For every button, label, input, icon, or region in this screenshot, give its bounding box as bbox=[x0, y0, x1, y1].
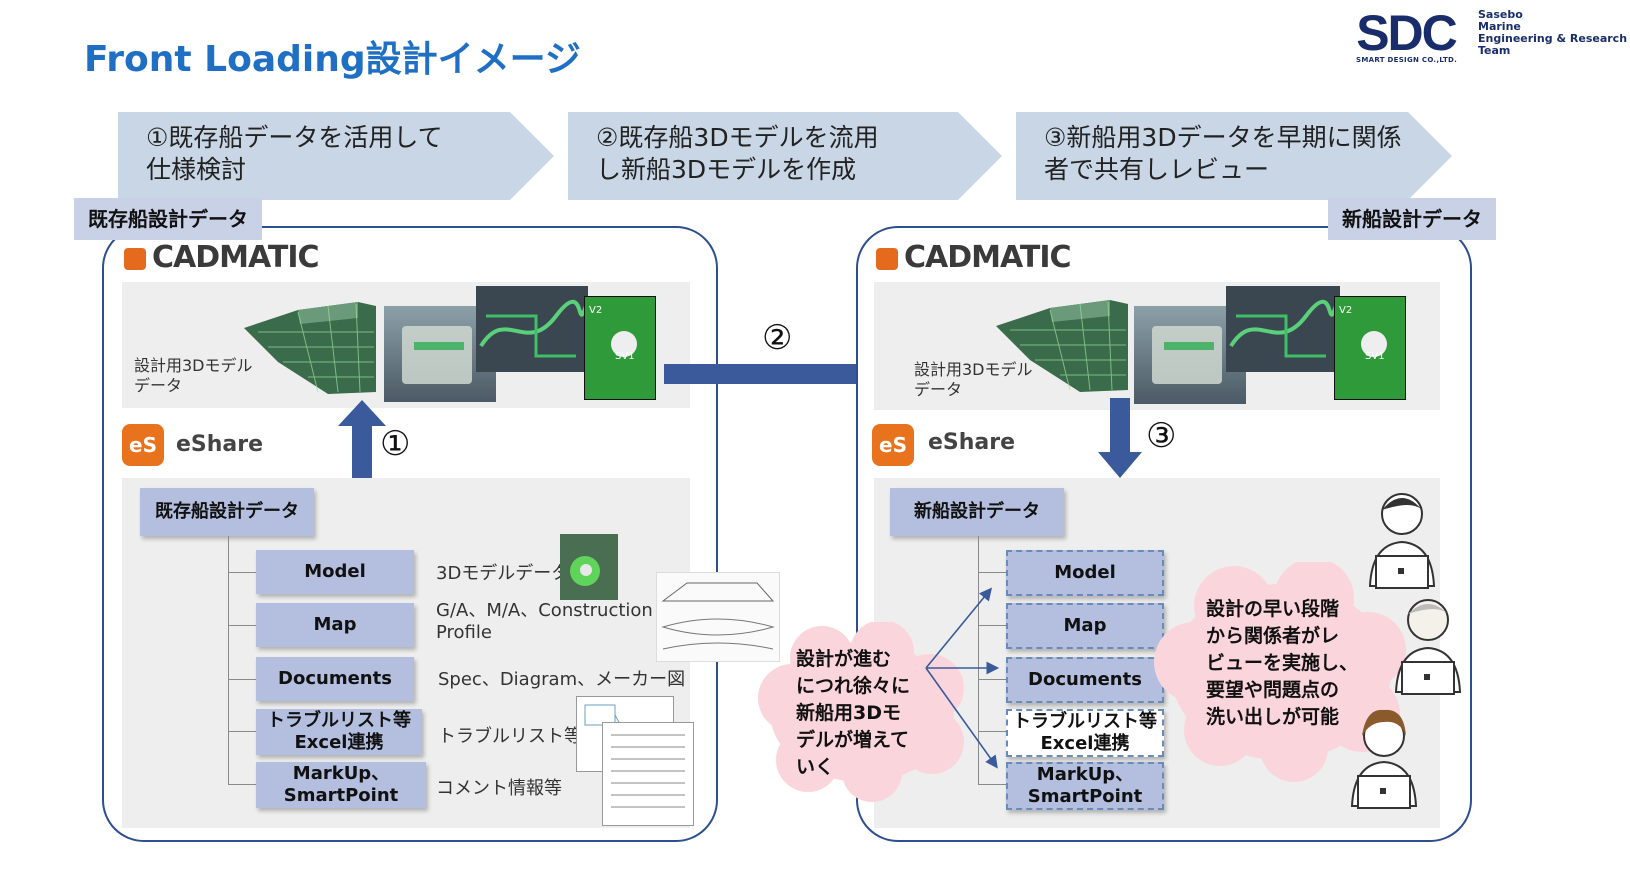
logo-subtitle: SMART DESIGN CO.,LTD. bbox=[1356, 56, 1458, 64]
new-ship-tag: 新船設計データ bbox=[1328, 198, 1496, 240]
cadmatic-label: CADMATIC bbox=[904, 240, 1072, 275]
eshare-label: eShare bbox=[176, 432, 264, 457]
desc-model: 3Dモデルデータ bbox=[436, 563, 570, 584]
eshare-logo-icon: eS bbox=[872, 424, 914, 466]
review-cloud bbox=[1154, 562, 1406, 782]
node-model: Model bbox=[1006, 550, 1164, 596]
node-markup: MarkUp、 SmartPoint bbox=[1006, 762, 1164, 810]
valve-closeup-image: V2 SV1 bbox=[584, 296, 656, 400]
tree-connector bbox=[228, 536, 229, 784]
node-documents: Documents bbox=[1006, 657, 1164, 703]
existing-root-node: 既存船設計データ bbox=[140, 488, 314, 536]
step-number-3: ③ bbox=[1146, 416, 1177, 456]
node-model: Model bbox=[256, 550, 414, 594]
step-number-1: ① bbox=[380, 424, 411, 464]
reviewer-person-icon bbox=[1350, 709, 1418, 809]
reviewer-person-icon bbox=[1394, 599, 1462, 695]
svg-text:SDC: SDC bbox=[1356, 8, 1456, 58]
node-trouble-list: トラブルリスト等 Excel連携 bbox=[256, 709, 422, 755]
growing-models-cloud bbox=[758, 622, 964, 802]
cloud-right-text: 設計の早い段階 から関係者がレ ビューを実施し、 要望や問題点の 洗い出しが可能 bbox=[1206, 598, 1359, 728]
node-documents: Documents bbox=[256, 657, 414, 701]
node-map: Map bbox=[1006, 603, 1164, 649]
tree-connector bbox=[978, 536, 979, 784]
reviewer-person-icon bbox=[1368, 493, 1436, 589]
arrow-down-3 bbox=[1098, 398, 1142, 478]
arrow-right-2 bbox=[664, 354, 908, 394]
eshare-logo-icon: eS bbox=[122, 424, 164, 466]
model-image-area: 設計用3Dモデルデータ V2 SV1 bbox=[874, 282, 1440, 410]
ga-drawing-thumbnail bbox=[656, 572, 780, 662]
desc-map: G/A、M/A、Construction Profile bbox=[436, 600, 653, 643]
step-3-banner: ③新船用3Dデータを早期に関係者で共有しレビュー bbox=[1016, 112, 1452, 200]
node-markup: MarkUp、 SmartPoint bbox=[256, 762, 426, 808]
desc-markup: コメント情報等 bbox=[436, 778, 562, 799]
piping-image bbox=[1226, 286, 1340, 372]
ship-3d-model-image bbox=[244, 302, 376, 394]
valve-closeup-image: V2 SV1 bbox=[1334, 296, 1406, 400]
node-trouble-list: トラブルリスト等 Excel連携 bbox=[1006, 709, 1164, 757]
existing-ship-tag: 既存船設計データ bbox=[74, 198, 262, 240]
sdc-logo: SDC bbox=[1352, 8, 1460, 58]
model-image-area: 設計用3Dモデルデータ V2 SV1 bbox=[122, 282, 690, 408]
desc-documents: Spec、Diagram、メーカー図 bbox=[438, 669, 686, 690]
arrow-up-1 bbox=[338, 400, 386, 478]
cadmatic-logo-icon bbox=[124, 248, 146, 270]
cadmatic-label: CADMATIC bbox=[152, 240, 320, 275]
cloud-left-text: 設計が進む につれ徐々に 新船用3Dモ デルが増えて いく bbox=[796, 648, 911, 778]
document-thumbnail bbox=[602, 722, 694, 826]
new-root-node: 新船設計データ bbox=[890, 488, 1064, 536]
model-label: 設計用3Dモデルデータ bbox=[914, 360, 1033, 399]
model-label: 設計用3Dモデルデータ bbox=[134, 356, 253, 395]
cadmatic-logo-icon bbox=[876, 248, 898, 270]
step-2-banner: ②既存船3Dモデルを流用し新船3Dモデルを作成 bbox=[568, 112, 1002, 200]
step-number-2: ② bbox=[762, 318, 793, 358]
step-1-banner: ①既存船データを活用して仕様検討 bbox=[118, 112, 554, 200]
model-thumbnail bbox=[560, 534, 618, 600]
piping-image bbox=[476, 286, 588, 372]
eshare-label: eShare bbox=[928, 430, 1016, 455]
ship-3d-model-image bbox=[996, 300, 1128, 392]
node-map: Map bbox=[256, 603, 414, 647]
fan-arrows bbox=[925, 587, 1000, 769]
desc-trouble-list: トラブルリスト等 bbox=[438, 726, 582, 747]
page-title: Front Loading設計イメージ bbox=[84, 39, 581, 80]
logo-team-name: Sasebo Marine Engineering & Research Tea… bbox=[1478, 8, 1628, 57]
